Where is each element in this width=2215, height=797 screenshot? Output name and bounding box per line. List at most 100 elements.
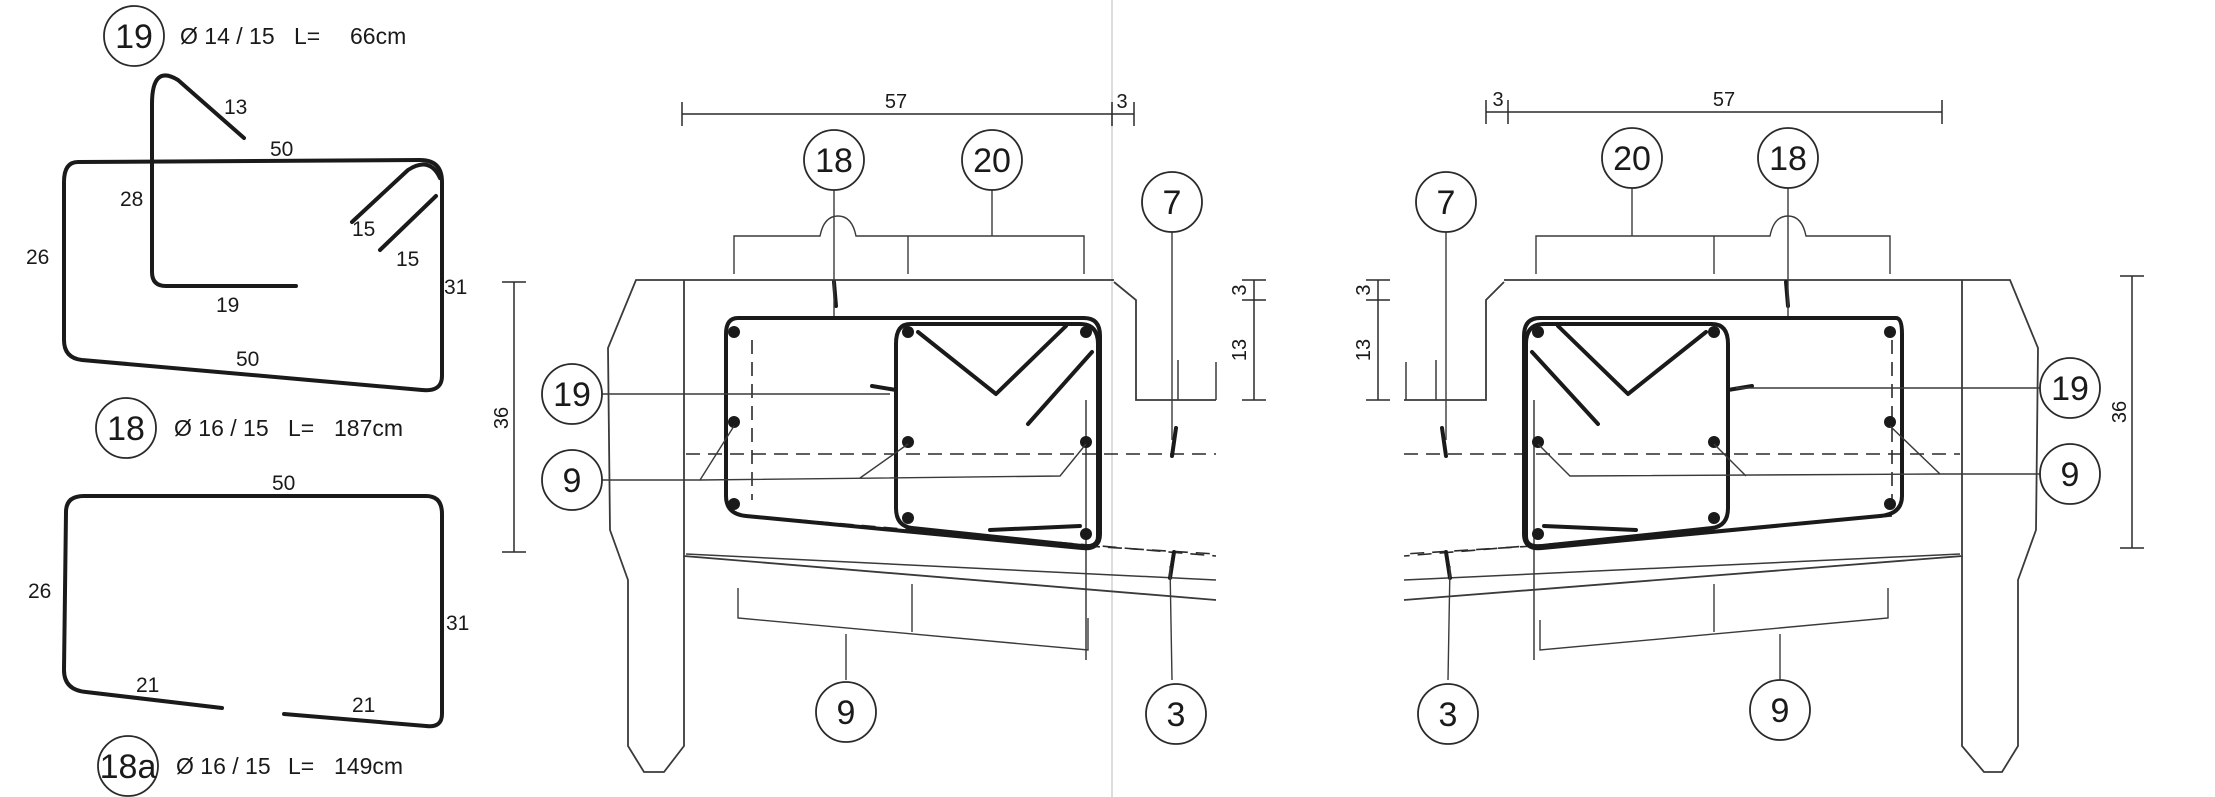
section-left-bubble-7-text: 7 xyxy=(1163,184,1182,222)
section-left-rebar xyxy=(728,416,740,428)
section-left-v-hook xyxy=(916,324,1068,396)
section-left-rebar xyxy=(728,498,740,510)
section-left-step xyxy=(1113,281,1216,401)
bar-19-seg-28: 28 xyxy=(120,188,143,211)
bar-18-seg-26: 26 xyxy=(26,246,49,269)
section-left-stirrup-20 xyxy=(894,322,1100,549)
section-right-bubble-18-text: 18 xyxy=(1769,140,1807,178)
section-left-dim-height: 36 xyxy=(491,407,513,429)
section-right-leader-9b xyxy=(1537,443,1941,477)
bar-19-mark: 19 xyxy=(115,18,153,56)
section-right-rebar xyxy=(1708,436,1720,448)
section-left-bottom-bracket xyxy=(737,588,1089,651)
section-left-bubble-19-text: 19 xyxy=(553,376,591,414)
section-left-bubble-9 xyxy=(541,449,603,511)
section-left-rebar xyxy=(902,436,914,448)
bar-18-length-value: 187cm xyxy=(334,415,403,441)
bar-18-hook-b xyxy=(378,194,438,252)
section-left-rebar xyxy=(1080,326,1092,338)
section-left-leader-3 xyxy=(1169,565,1173,681)
bar-18-mark-bubble xyxy=(95,397,157,459)
bar-18a-seg-21a: 21 xyxy=(136,674,159,697)
section-right-rebar xyxy=(1532,326,1544,338)
section-right-bubble-9-bottom xyxy=(1749,679,1811,741)
bar-19-length-label: L= xyxy=(294,23,320,49)
section-left-leader-9c xyxy=(859,443,909,479)
section-left-bubble-9-bottom xyxy=(815,681,877,743)
section-right-bottom-flange xyxy=(1403,553,1961,581)
section-right-bubble-9-text: 9 xyxy=(2061,456,2080,494)
section-right-bubble-3-text: 3 xyxy=(1439,696,1458,734)
section-left-rebar xyxy=(902,512,914,524)
bar-19-length-value: 66cm xyxy=(350,23,406,49)
section-right-bubble-18 xyxy=(1757,127,1819,189)
bar-19-line xyxy=(150,73,298,288)
section-left-leader-9a xyxy=(602,425,735,481)
section-right-dim-v xyxy=(2120,275,2144,549)
bar-18-shape: 50 15 15 26 31 50 xyxy=(26,138,467,393)
section-left-dim-offset: 3 xyxy=(1116,91,1127,113)
section-right-bubble-3 xyxy=(1417,683,1479,745)
section-right-step xyxy=(1404,281,1505,401)
bar-19-spec: Ø 14 / 15 xyxy=(180,23,275,49)
section-left-dim-top: 3 xyxy=(1229,284,1251,295)
bar-19-seg-13: 13 xyxy=(224,96,247,119)
section-right-rebar xyxy=(1708,326,1720,338)
bar-18-header: 18 Ø 16 / 15 L= 187cm xyxy=(95,397,403,459)
section-right-bubble-7-text: 7 xyxy=(1437,184,1456,222)
section-right-rebar xyxy=(1884,326,1896,338)
section-left-dim-width: 57 xyxy=(885,91,907,113)
section-right-v-hook xyxy=(1556,324,1708,396)
section-right-rebar xyxy=(1532,528,1544,540)
bar-18-hook-a xyxy=(350,162,442,224)
section-right-bottom-hook xyxy=(1542,524,1638,532)
section-right-dim-h-ticks xyxy=(1485,100,1943,124)
section-left-rebar xyxy=(1080,436,1092,448)
section-left-tick-19 xyxy=(870,384,898,392)
bar-18-spec: Ø 16 / 15 xyxy=(174,415,269,441)
bar-18a-seg-50: 50 xyxy=(272,472,295,495)
bar-18-line xyxy=(62,158,444,393)
bar-18a-header: 18a Ø 16 / 15 L= 149cm xyxy=(97,735,403,797)
bar-19-seg-19: 19 xyxy=(216,294,239,317)
section-right-leader-3 xyxy=(1447,565,1451,681)
section-left-dim-h-ticks xyxy=(681,102,1135,126)
bar-18a-mark-bubble xyxy=(97,735,159,797)
section-left-hook-19 xyxy=(1026,350,1094,426)
section-left-rebar xyxy=(728,326,740,338)
section-right-bubble-19-text: 19 xyxy=(2051,370,2089,408)
section-left-bubble-3 xyxy=(1145,683,1207,745)
section-left-concrete-outline xyxy=(607,279,1114,773)
section-right-bubble-7 xyxy=(1415,171,1477,233)
section-left-rebar xyxy=(1080,528,1092,540)
bar-18a-length-value: 149cm xyxy=(334,753,403,779)
bar-18-seg-31: 31 xyxy=(444,276,467,299)
bar-18-seg-50-top: 50 xyxy=(270,138,293,161)
section-left-bubble-18-text: 18 xyxy=(815,142,853,180)
section-right-dim-height: 36 xyxy=(2109,401,2131,423)
bar-18-seg-15a: 15 xyxy=(352,218,375,241)
section-right-concrete-outline xyxy=(1504,279,2039,773)
section-left-bubble-7 xyxy=(1141,171,1203,233)
bar-18a-spec: Ø 16 / 15 xyxy=(176,753,271,779)
section-left-dim-middle: 13 xyxy=(1229,339,1251,361)
section-right-dim-v-left xyxy=(1366,279,1390,401)
section-left-dim-v-right xyxy=(1242,279,1266,401)
section-left-leader-9b xyxy=(699,443,1087,481)
section-left-dim-v xyxy=(502,281,526,553)
section-left-rebar xyxy=(902,326,914,338)
bar-18a-line xyxy=(62,494,444,729)
section-left-tick-7 xyxy=(1170,426,1178,458)
section-left-stirrup-18 xyxy=(724,316,1102,551)
section-right-tick-7 xyxy=(1440,426,1448,458)
section-right-rebar xyxy=(1532,436,1544,448)
section-right-bottom-bracket xyxy=(1539,588,1889,651)
section-left-bubble-20-text: 20 xyxy=(973,142,1011,180)
section-right-leader-9c xyxy=(1713,443,1747,477)
bar-18a-seg-21b: 21 xyxy=(352,694,375,717)
section-right-web-line xyxy=(1403,280,1963,601)
section-right: 3 57 36 3 13 20 18 7 19 9 3 9 xyxy=(1353,89,2144,773)
section-left-bottom-flange xyxy=(685,553,1217,581)
section-right-leader-9a xyxy=(1889,425,2040,475)
